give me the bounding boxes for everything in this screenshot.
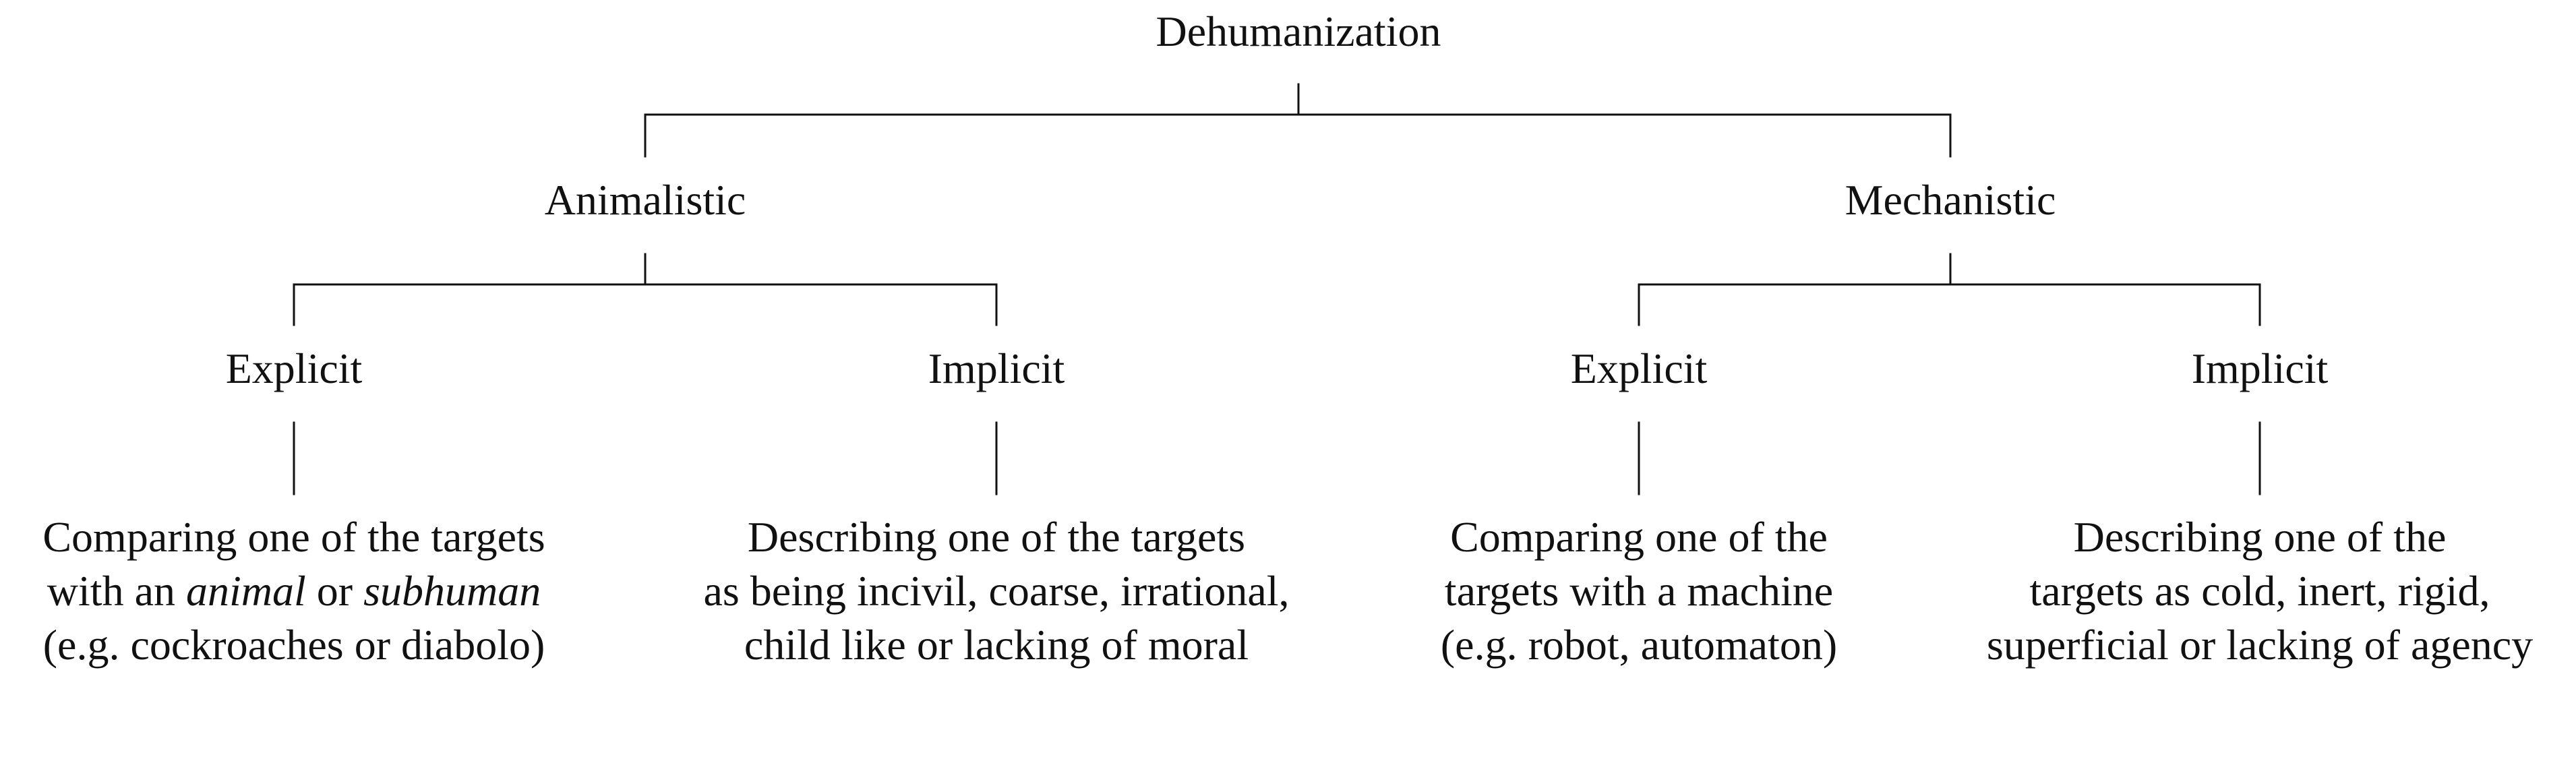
leaf-animalistic-explicit-description: Comparing one of the targets with an ani… — [42, 510, 545, 672]
leaf-mechanistic-explicit-description: Comparing one of the targets with a mach… — [1441, 510, 1837, 672]
leaf-line-2: targets as cold, inert, rigid, — [2029, 567, 2490, 615]
leaf-line-2: with an animal or subhuman — [42, 564, 545, 618]
node-animalistic: Animalistic — [544, 176, 746, 224]
leaf-line-1: Comparing one of the targets — [42, 513, 545, 561]
leaf-line-1: Comparing one of the — [1450, 513, 1828, 561]
leaf-emphasis-animal: animal — [185, 567, 306, 615]
node-animalistic-explicit: Explicit — [225, 344, 363, 392]
node-mechanistic: Mechanistic — [1845, 176, 2056, 224]
leaf-line-2: targets with a machine — [1444, 567, 1834, 615]
leaf-text: with an — [47, 567, 186, 615]
leaf-emphasis-subhuman: subhuman — [363, 567, 541, 615]
root-node-dehumanization: Dehumanization — [1156, 7, 1441, 55]
leaf-line-3: (e.g. robot, automaton) — [1440, 621, 1838, 669]
leaf-line-2: as being incivil, coarse, irrational, — [703, 567, 1290, 615]
node-mechanistic-implicit: Implicit — [2191, 344, 2329, 392]
leaf-line-3: superficial or lacking of agency — [1986, 621, 2534, 669]
leaf-line-1: Describing one of the — [2073, 513, 2447, 561]
leaf-animalistic-implicit-description: Describing one of the targets as being i… — [703, 510, 1289, 672]
node-animalistic-implicit: Implicit — [928, 344, 1065, 392]
leaf-mechanistic-implicit-description: Describing one of the targets as cold, i… — [1987, 510, 2533, 672]
leaf-text: or — [305, 567, 364, 615]
node-mechanistic-explicit: Explicit — [1570, 344, 1708, 392]
leaf-line-3: (e.g. cockroaches or diabolo) — [42, 621, 545, 669]
leaf-line-1: Describing one of the targets — [747, 513, 1246, 561]
leaf-line-3: child like or lacking of moral — [744, 621, 1249, 669]
